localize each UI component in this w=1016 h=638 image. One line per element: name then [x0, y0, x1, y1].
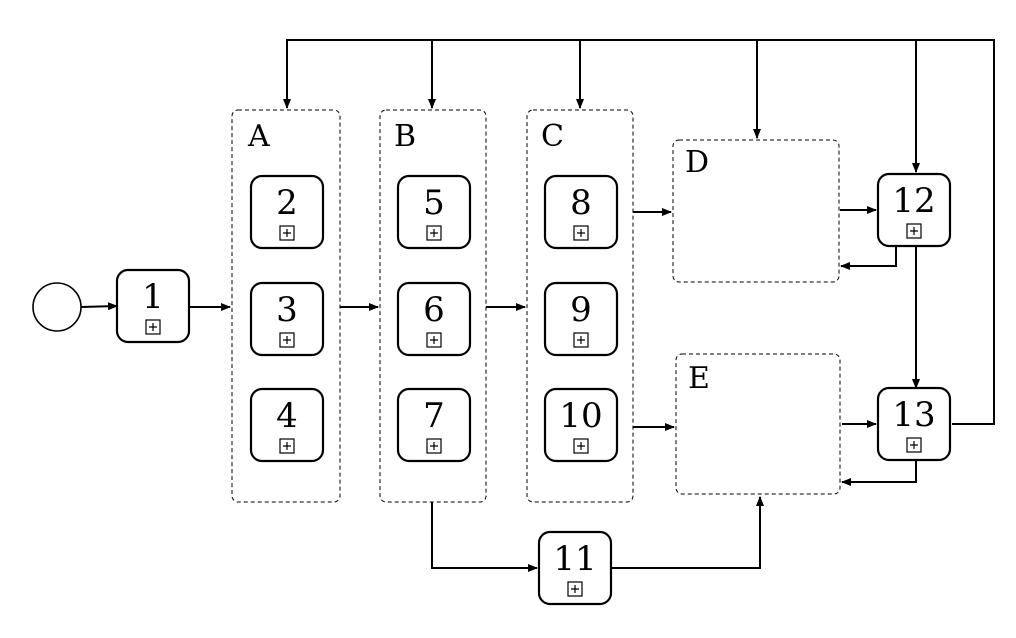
task-11: 11 [537, 530, 613, 606]
task-box [115, 268, 191, 344]
group-c-label: C [541, 119, 564, 154]
task-box [396, 281, 472, 357]
plus-icon [149, 323, 157, 331]
task-label: 9 [570, 290, 592, 330]
task-box [396, 387, 472, 463]
task-box [396, 174, 472, 250]
task-label: 4 [276, 396, 298, 436]
task-box [543, 387, 619, 463]
group-d-label: D [685, 145, 709, 180]
task-label: 1 [142, 277, 164, 317]
task-box [876, 386, 952, 462]
task-7: 7 [396, 387, 472, 463]
plus-icon [577, 442, 585, 450]
plus-icon [283, 442, 291, 450]
task-13: 13 [876, 386, 952, 462]
start-event [32, 282, 82, 332]
task-9: 9 [543, 281, 619, 357]
task-box [249, 174, 325, 250]
plus-icon [571, 585, 579, 593]
task-label: 10 [559, 396, 602, 436]
group-d: D [672, 139, 840, 283]
task-10: 10 [543, 387, 619, 463]
task-2: 2 [249, 174, 325, 250]
task-4: 4 [249, 387, 325, 463]
flow-11-e [610, 496, 764, 569]
sequence-flows [80, 39, 995, 572]
task-label: 6 [423, 290, 445, 330]
plus-icon [577, 336, 585, 344]
flow-13-loop-a [283, 39, 995, 425]
task-box [876, 172, 952, 248]
plus-icon [910, 227, 918, 235]
group-e-label: E [688, 361, 710, 396]
plus-icon [430, 336, 438, 344]
flow-13-e [841, 460, 917, 486]
flow-12-d [840, 246, 897, 270]
plus-icon [430, 442, 438, 450]
task-box [249, 281, 325, 357]
task-12: 12 [876, 172, 952, 248]
task-label: 13 [892, 395, 935, 435]
group-e: E [675, 353, 841, 495]
plus-icon [283, 229, 291, 237]
group-a-label: A [247, 119, 270, 154]
task-box [249, 387, 325, 463]
task-box [543, 174, 619, 250]
task-6: 6 [396, 281, 472, 357]
flow-start-1 [80, 302, 118, 311]
task-label: 12 [892, 181, 935, 221]
group-b-label: B [394, 119, 416, 154]
task-label: 7 [423, 396, 445, 436]
group-c: C [526, 109, 634, 503]
task-box [537, 530, 613, 606]
plus-icon [577, 229, 585, 237]
task-5: 5 [396, 174, 472, 250]
task-label: 3 [276, 290, 298, 330]
task-box [543, 281, 619, 357]
task-label: 11 [553, 539, 596, 579]
task-8: 8 [543, 174, 619, 250]
flow-b-11 [431, 502, 538, 572]
task-1: 1 [115, 268, 191, 344]
task-label: 2 [276, 183, 298, 223]
task-label: 5 [423, 183, 445, 223]
task-label: 8 [570, 183, 592, 223]
plus-icon [910, 441, 918, 449]
task-3: 3 [249, 281, 325, 357]
plus-icon [283, 336, 291, 344]
plus-icon [430, 229, 438, 237]
